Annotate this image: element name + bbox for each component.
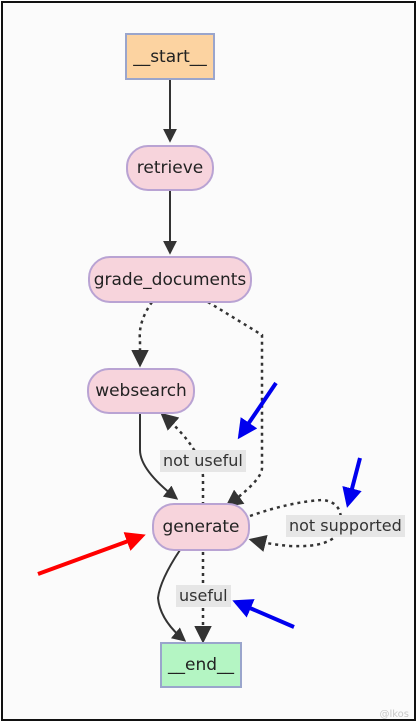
node-websearch: websearch: [87, 368, 195, 414]
edge-label-not-useful: not useful: [160, 450, 246, 472]
edge-grade-websearch: [131, 301, 154, 368]
edge-websearch-generate: [139, 412, 179, 500]
edge-label-useful: useful: [176, 585, 231, 607]
blue-arrow-not-useful: [237, 381, 278, 440]
node-start: __start__: [125, 33, 215, 80]
red-arrow: [37, 532, 146, 576]
node-end: __end__: [160, 642, 242, 688]
edge-generate-websearch: [160, 412, 205, 505]
node-retrieve: retrieve: [126, 145, 214, 191]
watermark: @lkos: [379, 709, 409, 720]
blue-arrow-useful: [232, 599, 295, 629]
node-generate: generate: [152, 503, 250, 551]
node-grade-documents: grade_documents: [88, 256, 252, 303]
edge-grade-generate: [207, 300, 264, 508]
blue-arrow-not-supported: [342, 457, 362, 508]
edge-label-not-supported: not supported: [286, 515, 405, 537]
edge-generate-end: [156, 549, 187, 642]
